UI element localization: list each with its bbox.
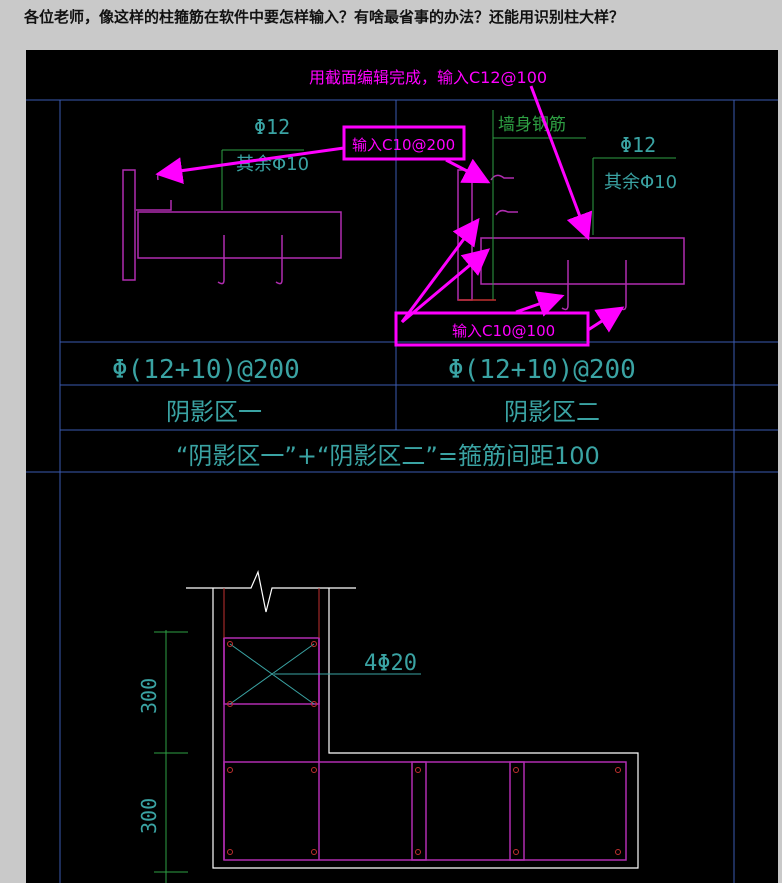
dimension-lines (154, 630, 188, 883)
annotation-arrows (155, 85, 625, 333)
dimension-upper: 300 (137, 678, 161, 714)
zone-sum-label: “阴影区一”+“阴影区二”=箍筋间距100 (176, 442, 600, 470)
label-wall-rebar: 墙身钢筋 (498, 115, 566, 135)
rebar-section-left (122, 169, 342, 285)
cad-drawing-canvas: Φ12 其余Φ10 墙身钢筋 Φ12 其余Φ10 Φ(12+10)@200 Φ(… (26, 68, 778, 883)
cad-drawing-image: Φ12 其余Φ10 墙身钢筋 Φ12 其余Φ10 Φ(12+10)@200 Φ(… (26, 50, 778, 883)
zone-one-label: 阴影区一 (166, 398, 262, 426)
label-rest-phi10-right: 其余Φ10 (604, 172, 677, 193)
annotation-bottom-note: 输入C10@100 (452, 322, 555, 340)
post-title: 各位老师，像这样的柱箍筋在软件中要怎样输入？有啥最省事的办法？还能用识别柱大样？ (24, 8, 625, 26)
rebar-dots (227, 641, 621, 855)
tie-crossing (229, 643, 421, 705)
dimension-lower: 300 (137, 798, 161, 834)
label-phi12-right: Φ12 (620, 133, 656, 157)
spec-right: Φ(12+10)@200 (448, 355, 636, 385)
zone-two-label: 阴影区二 (504, 398, 600, 426)
table-grid (26, 99, 778, 883)
spec-left: Φ(12+10)@200 (112, 355, 300, 385)
annotation-box-left (342, 125, 466, 161)
column-rebar (223, 637, 627, 861)
column-section-outline (186, 570, 639, 869)
label-4phi20: 4Φ20 (364, 651, 417, 676)
annotation-left-note: 输入C10@200 (352, 136, 455, 154)
label-phi12-left: Φ12 (254, 115, 290, 139)
annotation-box-bottom (394, 311, 590, 347)
annotation-top-note: 用截面编辑完成，输入C12@100 (309, 68, 547, 87)
